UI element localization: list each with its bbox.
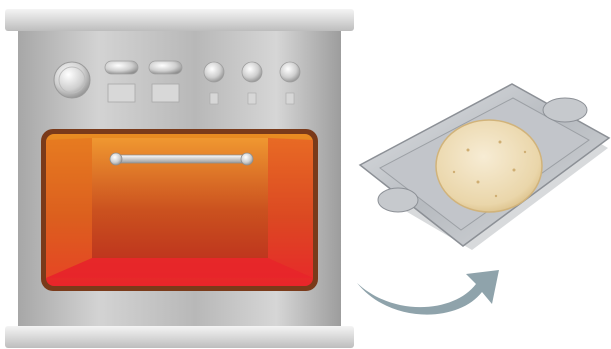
oven — [5, 9, 354, 348]
baking-tray[interactable] — [360, 84, 609, 250]
small-knob[interactable] — [204, 62, 224, 82]
bread-loaf-icon — [436, 120, 542, 212]
oven-top-rail — [5, 9, 354, 31]
tray-handle-left — [378, 188, 418, 212]
tray-handle-right — [543, 98, 587, 122]
pill-knob-lower — [152, 84, 179, 102]
pill-knob[interactable] — [105, 61, 138, 74]
curved-arrow-icon — [357, 270, 499, 315]
pill-knob[interactable] — [149, 61, 182, 74]
oven-bottom-rail — [5, 326, 354, 348]
pill-knob-lower — [108, 84, 135, 102]
oven-window — [41, 129, 318, 291]
oven-door-handle[interactable] — [110, 153, 253, 165]
small-knob[interactable] — [280, 62, 300, 82]
small-knob[interactable] — [242, 62, 262, 82]
